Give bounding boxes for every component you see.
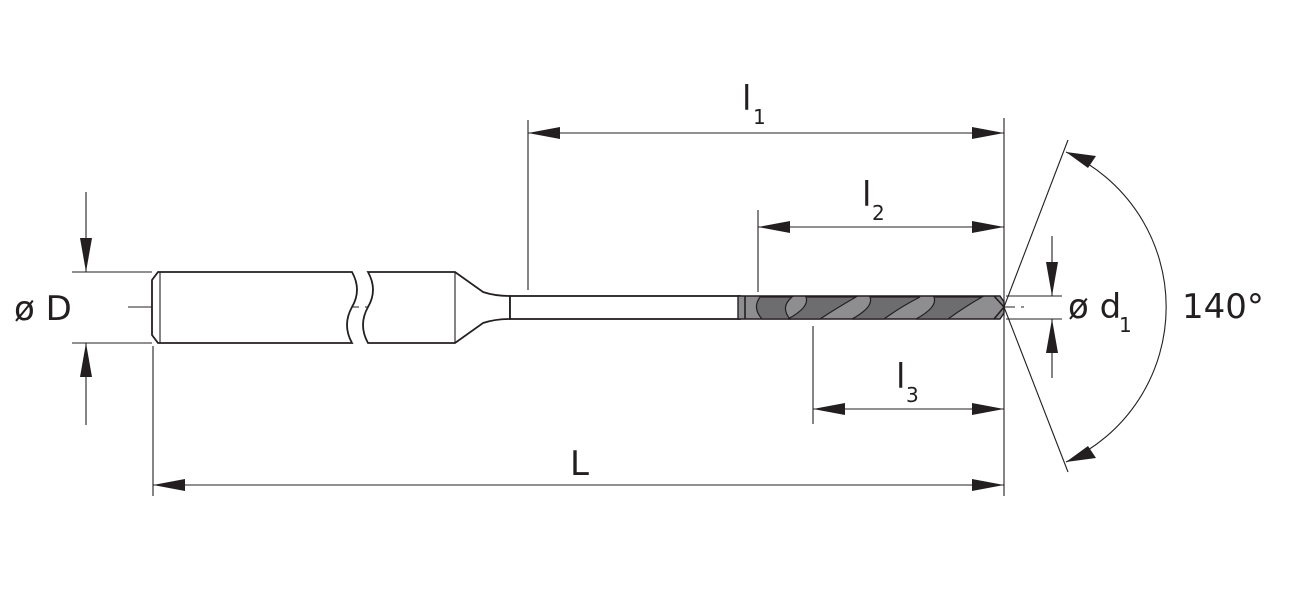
arrow-l3-right [972, 403, 1004, 415]
arrow-D-top [80, 238, 92, 272]
label-l2: l [862, 175, 871, 215]
arrow-d1-bottom [1046, 319, 1058, 353]
angle-arc [1065, 151, 1167, 463]
flute-helix-3 [851, 296, 921, 320]
angle-leg-bottom [1003, 306, 1069, 473]
arrow-l1-right [972, 127, 1004, 139]
label-l2-subscript: 2 [872, 201, 885, 225]
shank-left-section [151, 271, 358, 344]
label-point-angle: 140° [1182, 287, 1264, 327]
label-l1: l [742, 79, 751, 119]
arrow-D-bottom [80, 343, 92, 377]
arrow-l2-right [972, 221, 1004, 233]
flute-helix-4 [915, 296, 985, 320]
arrow-L-right [972, 479, 1004, 491]
neck-section [509, 295, 741, 320]
label-l3: l [896, 357, 905, 397]
arrow-l2-left [758, 221, 790, 233]
arrow-L-left [153, 479, 185, 491]
label-tip-diameter: ø d [1068, 287, 1121, 327]
label-l1-subscript: 1 [753, 105, 766, 129]
label-tip-diameter-subscript: 1 [1119, 313, 1132, 337]
label-l3-subscript: 3 [906, 383, 919, 407]
angle-leg-top [1003, 139, 1069, 308]
shank-right-section [362, 271, 511, 344]
arrow-d1-top [1046, 262, 1058, 296]
arrow-angle-top [1066, 152, 1096, 168]
label-overall-length: L [570, 444, 589, 484]
label-shank-diameter: ø D [14, 289, 72, 329]
arrow-l3-left [813, 403, 845, 415]
flute-helix-2 [787, 296, 859, 320]
arrow-l1-left [528, 127, 560, 139]
arrow-angle-bottom [1066, 446, 1096, 462]
